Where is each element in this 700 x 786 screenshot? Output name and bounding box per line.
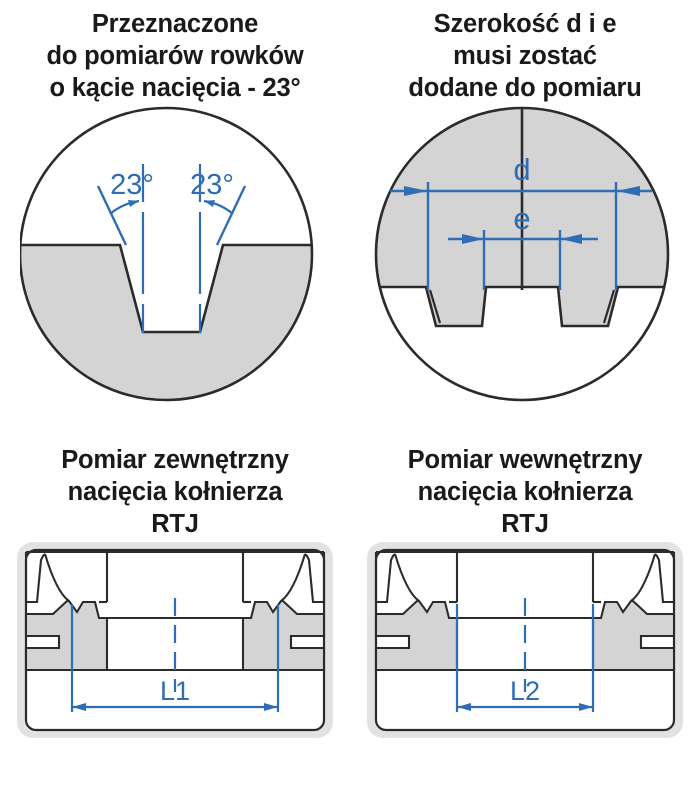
caption-groove-angle: Przeznaczone do pomiarów rowków o kącie … — [0, 0, 350, 104]
dimension-line-l1 — [72, 703, 278, 711]
dimension-label-l2: L2 — [510, 676, 540, 706]
panel-groove-angle: Przeznaczone do pomiarów rowków o kącie … — [0, 0, 350, 430]
flange-section-fill — [374, 599, 676, 672]
gauge-circle-outline — [374, 106, 670, 402]
caption-line: nacięcia kołnierza — [67, 478, 283, 506]
caption-line: musi zostać — [453, 42, 597, 70]
groove-reference-lines — [141, 164, 202, 333]
angle-label-right: 23° — [190, 169, 234, 201]
caption-external-measurement: Pomiar zewnętrzny nacięcia kołnierza RTJ — [0, 430, 350, 540]
dimension-line-d — [390, 186, 652, 196]
caption-line: dodane do pomiaru — [408, 74, 642, 102]
dimension-line-e — [448, 234, 598, 244]
dimension-label-d: d — [513, 152, 530, 187]
panel-external-measurement: Pomiar zewnętrzny nacięcia kołnierza RTJ — [0, 430, 350, 786]
caption-line: Szerokość d i e — [433, 10, 617, 38]
groove-profile-outline — [20, 243, 312, 334]
caption-internal-measurement: Pomiar wewnętrzny nacięcia kołnierza RTJ — [350, 430, 700, 540]
figure-wrap-internal: L2 — [350, 540, 700, 740]
dimension-label-e: e — [513, 201, 530, 236]
dimension-line-l2 — [457, 703, 593, 711]
caption-line: nacięcia kołnierza — [417, 478, 633, 506]
workpiece-circle-outline — [20, 106, 314, 402]
panel-internal-measurement: Pomiar wewnętrzny nacięcia kołnierza RTJ — [350, 430, 700, 786]
external-rtj-measurement-diagram: L1 — [17, 542, 333, 738]
caption-gauge-width: Szerokość d i e musi zostać dodane do po… — [350, 0, 700, 104]
groove-flank-extension-lines — [96, 185, 247, 246]
l2-witness-lines — [455, 604, 595, 712]
caption-line: RTJ — [501, 510, 549, 538]
figure-wrap-external: L1 — [0, 540, 350, 740]
gauge-jaw-outline — [24, 550, 326, 604]
groove-body-fill — [20, 245, 312, 400]
angle-arc-right — [203, 199, 234, 215]
groove-angle-circle-diagram: 23° 23° — [20, 106, 314, 402]
figure-wrap-groove-angle: 23° 23° — [0, 104, 350, 404]
gauge-width-circle-diagram: d e — [374, 106, 670, 402]
angle-arc-left — [109, 199, 140, 215]
caption-line: RTJ — [151, 510, 199, 538]
flange-section-fill — [24, 599, 326, 672]
dimension-label-l1: L1 — [160, 676, 190, 706]
l1-witness-lines — [70, 604, 280, 712]
caption-line: o kącie nacięcia - 23° — [49, 74, 301, 102]
angle-label-left: 23° — [110, 169, 154, 201]
panel-gauge-width: Szerokość d i e musi zostać dodane do po… — [350, 0, 700, 430]
caption-line: do pomiarów rowków — [46, 42, 304, 70]
figure-wrap-gauge-width: d e — [350, 104, 700, 404]
internal-rtj-measurement-diagram: L2 — [367, 542, 683, 738]
caption-line: Przeznaczone — [91, 10, 259, 38]
caption-line: Pomiar wewnętrzny — [407, 446, 643, 474]
caption-line: Pomiar zewnętrzny — [61, 446, 289, 474]
gauge-jaw-outline — [374, 550, 676, 604]
